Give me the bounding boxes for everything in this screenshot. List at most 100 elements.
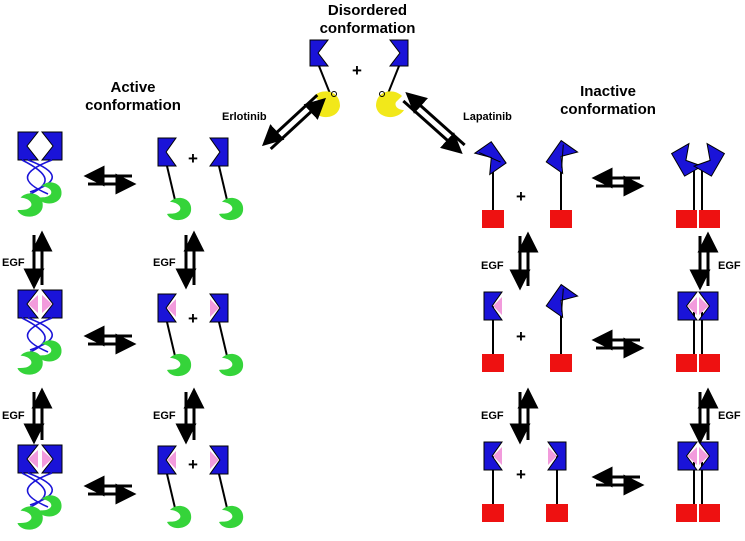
equilibrium-arrows bbox=[261, 93, 327, 151]
kinase-domain bbox=[677, 291, 698, 321]
equilibrium-arrows bbox=[689, 387, 719, 445]
linker bbox=[386, 65, 400, 97]
active-dimer bbox=[17, 289, 63, 375]
egf-label: EGF bbox=[2, 410, 25, 422]
equilibrium-arrows bbox=[402, 92, 466, 154]
bound-egf bbox=[493, 447, 502, 465]
phospho-curl bbox=[379, 91, 385, 97]
disordered-title-line1: Disordered bbox=[327, 2, 408, 19]
active-monomer bbox=[157, 137, 192, 221]
equilibrium-arrows bbox=[509, 231, 539, 291]
tilted-kinase bbox=[473, 141, 507, 176]
membrane-block bbox=[676, 210, 697, 228]
kinase-domain bbox=[17, 289, 40, 319]
membrane-block bbox=[676, 504, 697, 522]
bound-egf bbox=[28, 450, 38, 468]
inactive-monomer bbox=[545, 139, 579, 228]
membrane-block bbox=[676, 354, 697, 372]
membrane-block bbox=[482, 354, 504, 372]
kinase-domain bbox=[692, 142, 726, 177]
membrane-block bbox=[550, 210, 572, 228]
kinase-domain bbox=[473, 141, 507, 176]
equilibrium-arrows bbox=[83, 325, 137, 355]
membrane-block bbox=[482, 504, 504, 522]
active-title-line2: conformation bbox=[85, 97, 181, 114]
equilibrium-arrows bbox=[591, 466, 645, 496]
inactive-title-line2: conformation bbox=[560, 101, 656, 118]
juxtamembrane-blob bbox=[17, 193, 43, 217]
equilibrium-arrows bbox=[23, 230, 53, 290]
disordered-title-line2: conformation bbox=[319, 20, 416, 37]
juxtamembrane-blob bbox=[167, 197, 192, 221]
egf-label: EGF bbox=[718, 260, 741, 272]
disordered-tail bbox=[376, 91, 404, 118]
bound-egf bbox=[28, 295, 38, 313]
reverse-arrow bbox=[269, 97, 327, 151]
disordered-monomer bbox=[376, 39, 409, 118]
inactive-monomer bbox=[545, 283, 579, 372]
equilibrium-arrows bbox=[23, 387, 53, 445]
egf-label: EGF bbox=[153, 410, 176, 422]
plus-sign: + bbox=[188, 455, 198, 474]
kinase-domain bbox=[309, 39, 330, 67]
tilted-kinase bbox=[545, 139, 579, 175]
membrane-block bbox=[546, 504, 568, 522]
juxtamembrane-blob bbox=[219, 197, 244, 221]
connector-line bbox=[479, 152, 501, 163]
inactive-monomer bbox=[482, 441, 504, 522]
plus-sign: + bbox=[188, 309, 198, 328]
plus-sign: + bbox=[188, 149, 198, 168]
active-monomer bbox=[209, 137, 244, 221]
egf-label: EGF bbox=[153, 257, 176, 269]
kinase-domain bbox=[40, 444, 63, 474]
linker bbox=[318, 65, 332, 97]
bound-egf bbox=[687, 447, 697, 465]
plus-sign: + bbox=[516, 327, 526, 346]
inactive-monomer bbox=[546, 441, 568, 522]
linker bbox=[166, 473, 176, 509]
linker bbox=[218, 473, 228, 509]
inactive-monomer bbox=[482, 291, 504, 372]
reverse-arrow bbox=[405, 92, 466, 147]
juxtamembrane-blob bbox=[167, 353, 192, 377]
forward-arrow bbox=[402, 99, 463, 154]
kinase-domain bbox=[157, 293, 177, 323]
kinase-domain bbox=[483, 441, 503, 471]
bound-egf bbox=[699, 297, 709, 315]
active-dimer bbox=[17, 444, 63, 530]
linker-strand bbox=[21, 317, 46, 355]
juxtamembrane-blob bbox=[38, 182, 62, 204]
active-monomer bbox=[209, 293, 244, 377]
juxtamembrane-blob bbox=[219, 353, 244, 377]
equilibrium-arrows bbox=[591, 167, 645, 197]
forward-arrow bbox=[261, 93, 319, 147]
juxtamembrane-blob bbox=[17, 351, 43, 375]
equilibrium-arrows bbox=[83, 165, 137, 195]
bound-egf bbox=[210, 451, 219, 469]
connector-line bbox=[561, 144, 564, 168]
disordered-title: Disordered conformation bbox=[300, 2, 435, 38]
equilibrium-arrows bbox=[591, 329, 645, 359]
inactive-dimer bbox=[676, 441, 720, 522]
tilted-kinase bbox=[692, 142, 726, 177]
plus-sign: + bbox=[516, 187, 526, 206]
inactive-title-line1: Inactive bbox=[580, 83, 636, 100]
active-monomer bbox=[157, 445, 192, 529]
juxtamembrane-blob bbox=[38, 495, 62, 517]
bound-egf bbox=[42, 295, 52, 313]
linker bbox=[218, 165, 228, 201]
kinase-domain bbox=[157, 137, 177, 167]
membrane-block bbox=[699, 210, 720, 228]
kinase-domain bbox=[670, 142, 704, 177]
juxtamembrane-blob bbox=[219, 505, 244, 529]
egf-label: EGF bbox=[2, 257, 25, 269]
inactive-dimer bbox=[670, 142, 726, 228]
bound-egf bbox=[210, 299, 219, 317]
egf-label: EGF bbox=[481, 410, 504, 422]
inactive-title: Inactive conformation bbox=[543, 83, 673, 119]
kinase-domain bbox=[698, 291, 719, 321]
bound-egf bbox=[167, 299, 176, 317]
kinase-domain bbox=[40, 289, 63, 319]
linker-strand bbox=[26, 159, 53, 195]
